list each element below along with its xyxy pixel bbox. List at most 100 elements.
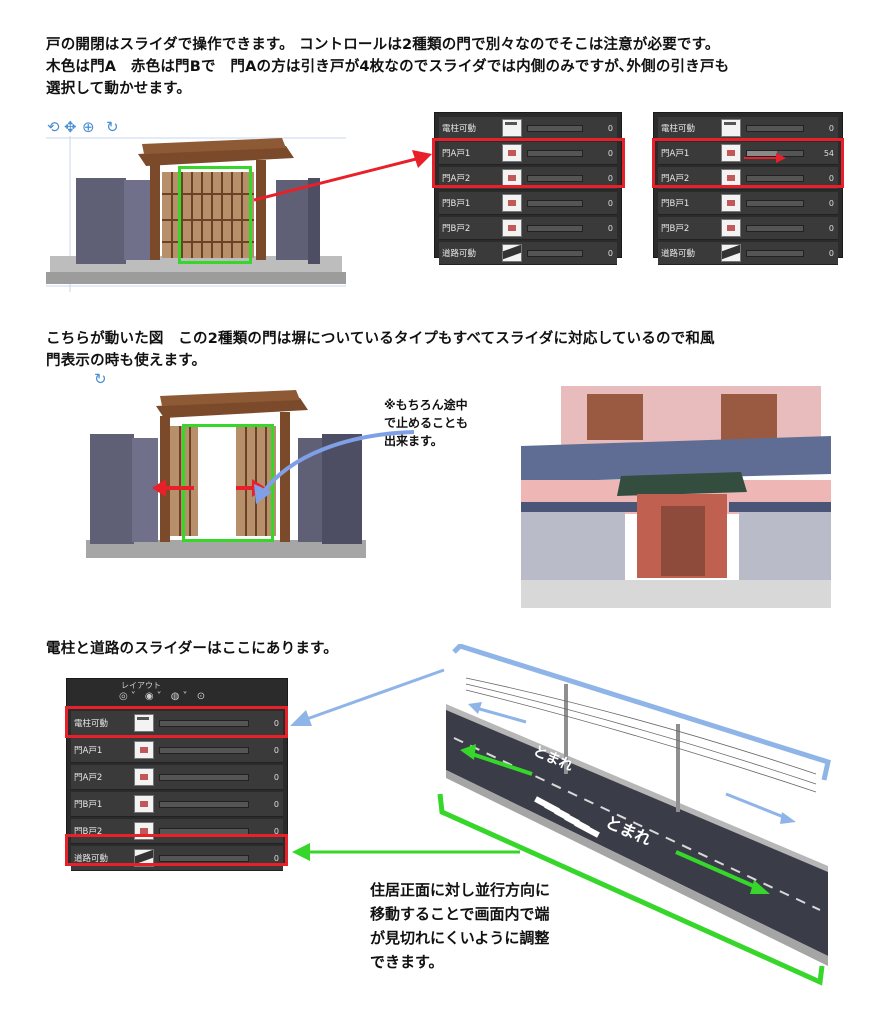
gate-a-slider-highlight-after bbox=[652, 138, 844, 188]
section3-heading: 電柱と道路のスライダーはここにあります。 bbox=[46, 641, 338, 657]
slider-track[interactable] bbox=[527, 199, 583, 207]
camera-rotate-icon[interactable]: ⟲ bbox=[47, 118, 60, 136]
slider-thumbnail bbox=[134, 741, 154, 759]
slider-row: 門A戸1 0 bbox=[439, 142, 617, 165]
slider-label: 門A戸1 bbox=[74, 746, 103, 756]
camera-zoom-icon[interactable]: ⊕ bbox=[82, 118, 95, 136]
slider-thumbnail bbox=[134, 768, 154, 786]
road-callout-line-1: 住居正面に対し並行方向に bbox=[370, 881, 551, 899]
slider-value: 0 bbox=[607, 173, 613, 183]
gate-a-slider-highlight-before bbox=[432, 138, 625, 188]
slider-value: 0 bbox=[607, 148, 613, 158]
slider-label: 道路可動 bbox=[442, 249, 477, 259]
slider-track[interactable] bbox=[159, 800, 249, 808]
slider-track[interactable] bbox=[746, 199, 804, 207]
slider-track[interactable] bbox=[159, 719, 249, 727]
intro-line-2: 木色は門A 赤色は門Bで 門Aの方は引き戸が4枚なのでスライダでは内側のみですが… bbox=[46, 59, 730, 75]
slider-value: 54 bbox=[823, 148, 834, 158]
slider-row: 門B戸1 0 bbox=[658, 192, 838, 215]
slider-fill bbox=[747, 150, 778, 156]
slider-thumbnail bbox=[721, 244, 741, 262]
slider-label: 門B戸1 bbox=[442, 199, 471, 209]
undo-rotate-icon[interactable]: ↻ bbox=[94, 370, 107, 388]
slider-track[interactable] bbox=[527, 124, 583, 132]
slider-value: 0 bbox=[828, 248, 834, 258]
slider-row: 道路可動 0 bbox=[658, 242, 838, 265]
slider-track[interactable] bbox=[527, 149, 583, 157]
slider-thumbnail bbox=[502, 119, 522, 137]
gate-a-highlight bbox=[178, 166, 252, 264]
blue-arrow-to-pole-slider bbox=[290, 668, 445, 726]
slider-track[interactable] bbox=[159, 854, 249, 862]
road-slider-highlight bbox=[65, 834, 288, 866]
slider-value: 0 bbox=[273, 718, 279, 728]
slider-row: 門A戸2 0 bbox=[439, 167, 617, 190]
slider-thumbnail bbox=[134, 714, 154, 732]
japanese-house-render bbox=[521, 386, 831, 608]
callout-line-3: 出来ます。 bbox=[384, 434, 443, 448]
slider-label: 門A戸2 bbox=[442, 174, 471, 184]
slider-thumbnail bbox=[721, 119, 741, 137]
slider-label: 電柱可動 bbox=[442, 124, 477, 134]
slider-value: 0 bbox=[828, 198, 834, 208]
slider-track[interactable] bbox=[746, 124, 804, 132]
slider-row: 門A戸2 0 bbox=[71, 765, 283, 790]
intro-line-3: 選択して動かせます。 bbox=[46, 81, 192, 97]
slider-label: 門B戸1 bbox=[661, 199, 690, 209]
road-and-pole-render: とまれ とまれ bbox=[437, 644, 831, 986]
section2-line-1: こちらが動いた図 この2種類の門は塀についているタイプもすべてスライダに対応して… bbox=[46, 331, 715, 347]
slider-moved-arrow bbox=[744, 153, 786, 163]
slider-label: 門B戸1 bbox=[74, 800, 103, 810]
slider-thumbnail bbox=[134, 849, 154, 867]
slider-row: 道路可動 0 bbox=[71, 846, 283, 871]
callout-line-2: で止めることも bbox=[384, 416, 469, 430]
door-open-red-arrows bbox=[152, 479, 266, 497]
slider-thumbnail bbox=[134, 795, 154, 813]
slider-label: 道路可動 bbox=[74, 854, 109, 864]
slider-thumbnail bbox=[502, 244, 522, 262]
slider-label: 道路可動 bbox=[661, 249, 696, 259]
slider-row: 道路可動 0 bbox=[439, 242, 617, 265]
slider-label: 門B戸2 bbox=[74, 827, 103, 837]
slider-track[interactable] bbox=[527, 174, 583, 182]
green-arrow-to-road-slider bbox=[292, 843, 520, 861]
slider-value: 0 bbox=[273, 853, 279, 863]
slider-thumbnail bbox=[502, 219, 522, 237]
slider-thumbnail bbox=[721, 219, 741, 237]
slider-label: 門A戸1 bbox=[442, 149, 471, 159]
slider-label: 門A戸2 bbox=[74, 773, 103, 783]
slider-track[interactable] bbox=[159, 773, 249, 781]
slider-track[interactable] bbox=[746, 224, 804, 232]
slider-thumbnail bbox=[502, 194, 522, 212]
slider-value: 0 bbox=[828, 173, 834, 183]
slider-value: 0 bbox=[607, 198, 613, 208]
camera-pan-icon[interactable]: ✥ bbox=[64, 118, 77, 136]
slider-value: 0 bbox=[607, 123, 613, 133]
layout-label: レイアウト bbox=[121, 681, 161, 690]
slider-value: 0 bbox=[273, 772, 279, 782]
partial-stop-callout: ※もちろん途中 で止めることも 出来ます。 bbox=[384, 396, 468, 450]
slider-track[interactable] bbox=[746, 174, 804, 182]
undo-rotate-icon[interactable]: ↻ bbox=[106, 118, 119, 136]
slider-track[interactable] bbox=[527, 224, 583, 232]
slider-track[interactable] bbox=[746, 249, 804, 257]
slider-value: 0 bbox=[273, 745, 279, 755]
slider-track[interactable] bbox=[159, 746, 249, 754]
slider-track[interactable] bbox=[527, 249, 583, 257]
slider-track[interactable] bbox=[746, 149, 804, 157]
layout-tool-icons[interactable]: ◎˅ ◉˅ ◍˅ ⊙ bbox=[119, 691, 209, 702]
road-callout-line-3: が見切れにくいように調整 bbox=[370, 929, 550, 947]
slider-value: 0 bbox=[828, 223, 834, 233]
red-arrow-to-panel bbox=[253, 150, 432, 202]
slider-value: 0 bbox=[607, 248, 613, 258]
slider-label: 電柱可動 bbox=[661, 124, 696, 134]
slider-row: 電柱可動 0 bbox=[439, 117, 617, 140]
slider-value: 0 bbox=[607, 223, 613, 233]
slider-label: 門B戸2 bbox=[442, 224, 471, 234]
pole-slider-highlight bbox=[65, 706, 288, 738]
